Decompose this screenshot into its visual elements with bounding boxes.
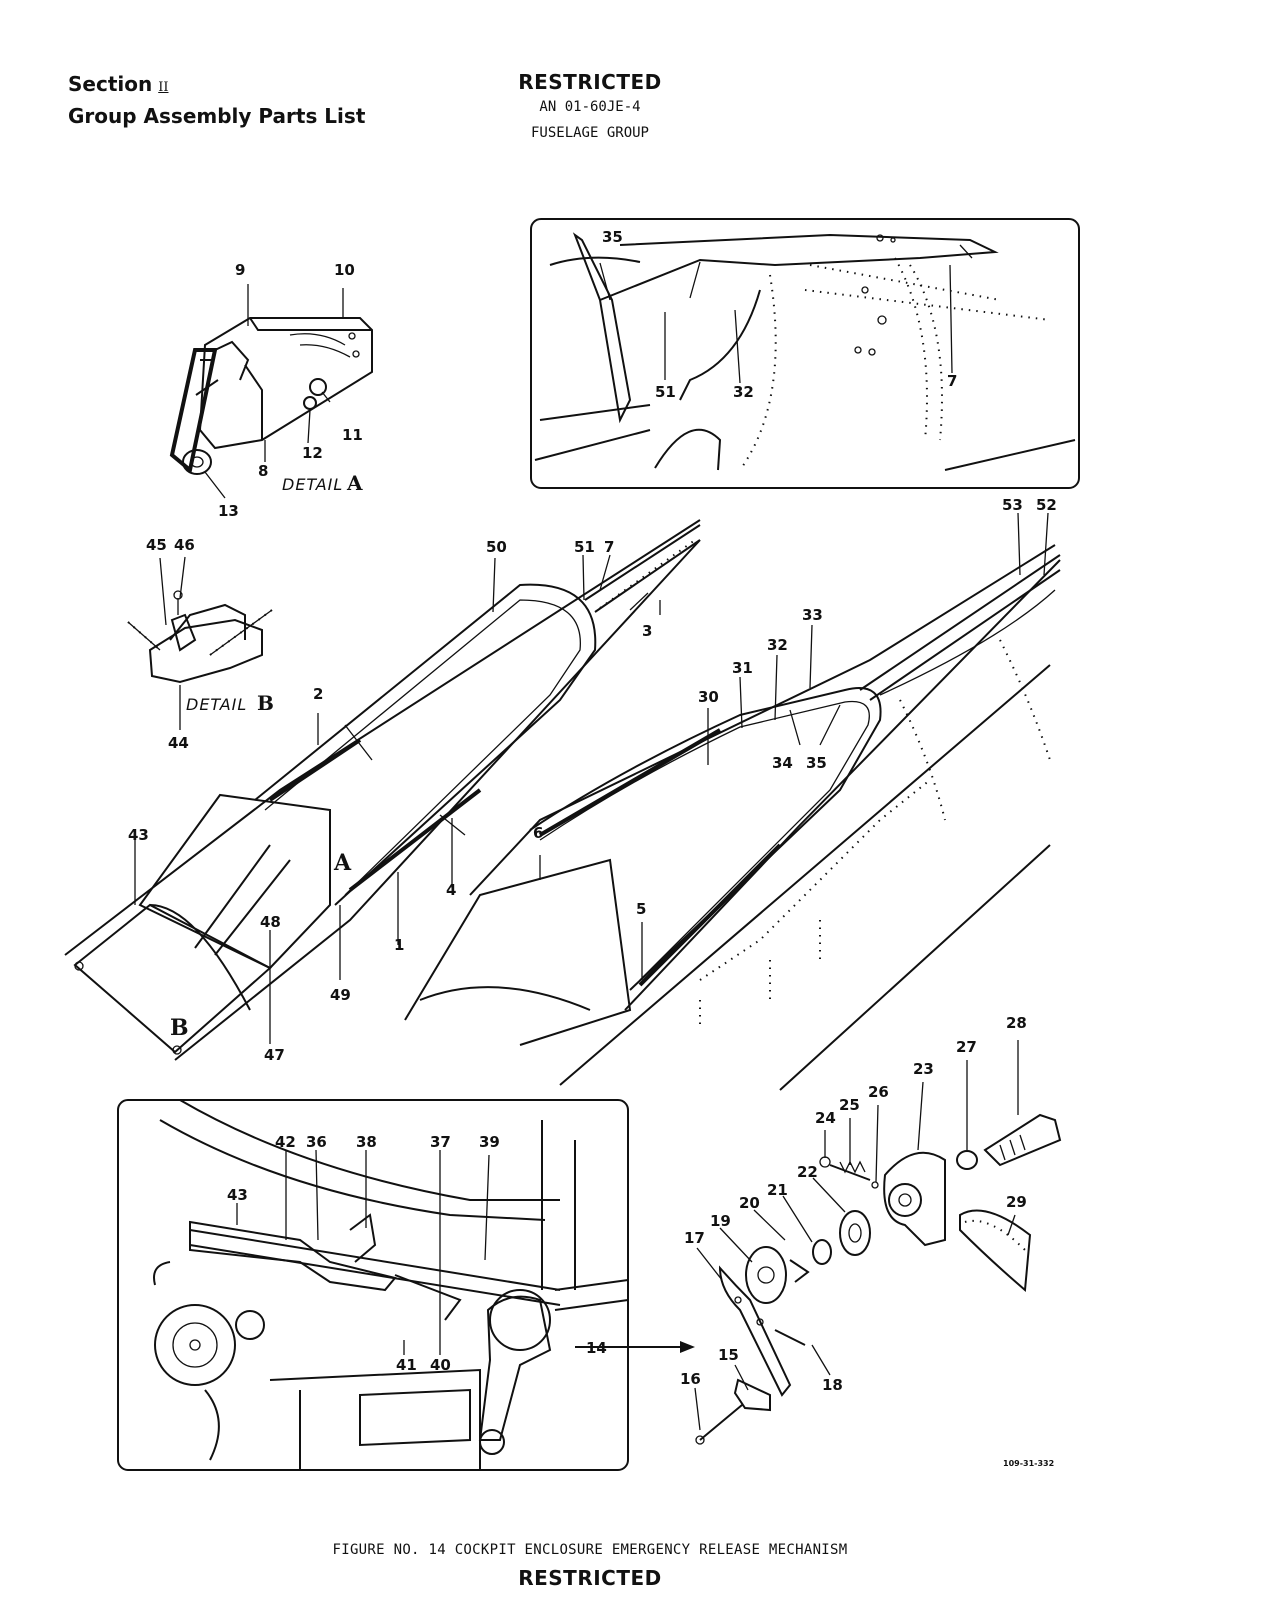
callout-29: 29	[1006, 1193, 1027, 1211]
callout-50: 50	[486, 538, 507, 556]
callout-48: 48	[260, 913, 281, 931]
callout-5: 5	[636, 900, 646, 918]
view-marker-a: A	[333, 850, 352, 876]
callout-labels: 9 10 11 12 8 13 45 46 44 35 51 32 7 50 5…	[128, 228, 1057, 1394]
inset-track-view	[530, 218, 1080, 489]
callout-24: 24	[815, 1109, 836, 1127]
callout-16: 16	[680, 1370, 701, 1388]
figure-caption: FIGURE NO. 14 COCKPIT ENCLOSURE EMERGENC…	[332, 1542, 848, 1558]
callout-18: 18	[822, 1376, 843, 1394]
detail-a-word: DETAIL	[282, 475, 343, 494]
callout-43: 43	[128, 826, 149, 844]
callout-25: 25	[839, 1096, 860, 1114]
callout-15: 15	[718, 1346, 739, 1364]
callout-36: 36	[306, 1133, 327, 1151]
detail-a-latch	[169, 284, 373, 499]
callout-19: 19	[710, 1212, 731, 1230]
section-label: Section	[68, 72, 153, 96]
callout-6: 6	[533, 824, 543, 842]
callout-10: 10	[334, 261, 355, 279]
classification-bottom: RESTRICTED	[518, 1566, 662, 1590]
callout-8: 8	[258, 462, 268, 480]
inset-callout-35: 35	[602, 228, 623, 246]
left-canopy-view	[64, 519, 701, 1061]
drawing-reference: 109-31-332	[1003, 1459, 1054, 1468]
section-line: Section II	[68, 70, 365, 102]
callout-12: 12	[302, 444, 323, 462]
section-number: II	[158, 80, 169, 95]
callout-53: 53	[1002, 496, 1023, 514]
callout-35: 35	[806, 754, 827, 772]
callout-46: 46	[174, 536, 195, 554]
footer: RESTRICTED	[440, 1566, 740, 1590]
callout-11: 11	[342, 426, 363, 444]
callout-45: 45	[146, 536, 167, 554]
detail-b-fitting	[127, 556, 273, 730]
callout-13: 13	[218, 502, 239, 520]
document-header: RESTRICTED AN 01-60JE-4 FUSELAGE GROUP	[440, 70, 740, 146]
callout-2: 2	[313, 685, 323, 703]
detail-a-letter: A	[346, 471, 363, 495]
right-canopy-view	[404, 512, 1061, 1091]
callout-44: 44	[168, 734, 189, 752]
callout-42: 42	[275, 1133, 296, 1151]
callout-33: 33	[802, 606, 823, 624]
callout-23: 23	[913, 1060, 934, 1078]
callout-26: 26	[868, 1083, 889, 1101]
callout-32: 32	[767, 636, 788, 654]
section-header: Section II Group Assembly Parts List	[68, 70, 365, 130]
inset-callout-32: 32	[733, 383, 754, 401]
inset-cockpit-interior	[117, 1099, 629, 1471]
exploded-release-parts	[575, 1040, 1062, 1445]
callout-4: 4	[446, 881, 456, 899]
inset-callout-7: 7	[947, 372, 957, 390]
callout-7: 7	[604, 538, 614, 556]
callout-49: 49	[330, 986, 351, 1004]
callout-52: 52	[1036, 496, 1057, 514]
group-name: FUSELAGE GROUP	[530, 125, 649, 141]
detail-b-word: DETAIL	[186, 695, 247, 714]
callout-38: 38	[356, 1133, 377, 1151]
inset-callout-51: 51	[655, 383, 676, 401]
doc-number: AN 01-60JE-4	[539, 99, 641, 115]
callout-30: 30	[698, 688, 719, 706]
inset-callout-43: 43	[227, 1186, 248, 1204]
callout-37: 37	[430, 1133, 451, 1151]
callout-3: 3	[642, 622, 652, 640]
callout-51: 51	[574, 538, 595, 556]
view-marker-b: B	[170, 1015, 189, 1041]
callout-20: 20	[739, 1194, 760, 1212]
callout-31: 31	[732, 659, 753, 677]
callout-21: 21	[767, 1181, 788, 1199]
callout-39: 39	[479, 1133, 500, 1151]
callout-28: 28	[1006, 1014, 1027, 1032]
callout-40: 40	[430, 1356, 451, 1374]
callout-22: 22	[797, 1163, 818, 1181]
callout-34: 34	[772, 754, 793, 772]
callout-41: 41	[396, 1356, 417, 1374]
classification-top: RESTRICTED	[518, 70, 662, 94]
callout-14: 14	[586, 1339, 607, 1357]
callout-17: 17	[684, 1229, 705, 1247]
callout-47: 47	[264, 1046, 285, 1064]
callout-1: 1	[394, 936, 404, 954]
callout-27: 27	[956, 1038, 977, 1056]
callout-9: 9	[235, 261, 245, 279]
detail-b-letter: B	[257, 691, 274, 715]
section-subtitle: Group Assembly Parts List	[68, 104, 366, 128]
